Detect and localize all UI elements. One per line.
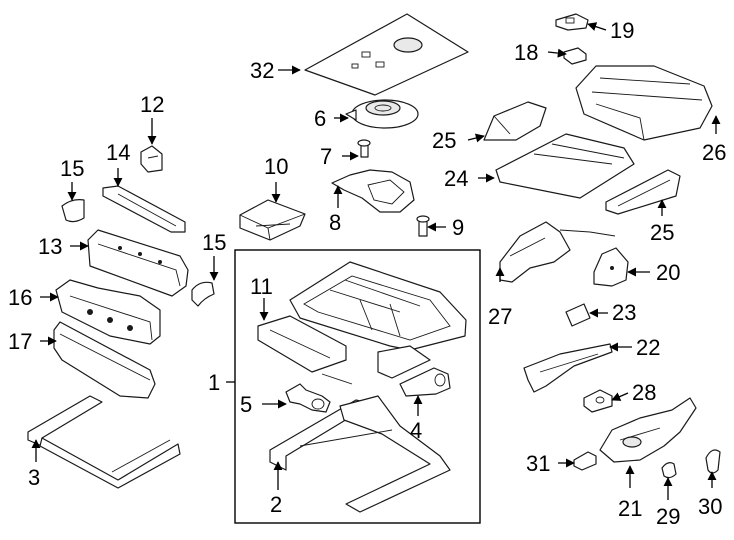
part-9-bolt [416,215,430,237]
callout-32: 32 [250,58,274,83]
part-10-control-module [239,199,306,241]
callout-8: 8 [329,210,341,235]
callout-numbers: 1 2 3 4 5 6 7 8 9 10 11 12 13 14 15 15 1… [8,18,726,529]
callout-18: 18 [514,40,538,65]
part-15-trim-clip-left [61,199,85,223]
callout-21: 21 [618,496,642,521]
part-27-side-panel [499,221,616,283]
part-23-clip [565,303,591,327]
part-12-clip [140,145,163,173]
seat-frame [289,261,467,379]
callout-16: 16 [8,285,32,310]
callout-12: 12 [140,92,164,117]
callout-15-left: 15 [60,156,84,181]
callout-30: 30 [698,494,722,519]
part-32-seat-base-panel [304,13,469,96]
callout-13: 13 [38,234,62,259]
part-4-motor [399,367,451,397]
leader-25-top [467,133,485,143]
callout-14: 14 [106,140,130,165]
part-24-seat-cushion [495,133,635,199]
part-5-actuator [285,383,331,413]
callout-3: 3 [28,465,40,490]
part-11-heating-pad [257,315,353,385]
callout-28: 28 [632,380,656,405]
part-25-bolster-bottom [605,169,681,215]
part-2-seat-track [269,395,451,513]
part-8-bracket [331,169,415,213]
callout-17: 17 [8,329,32,354]
callout-19: 19 [610,18,634,43]
part-28-switch [583,389,613,413]
callout-5: 5 [240,392,252,417]
callout-10: 10 [264,154,288,179]
part-15-trim-clip-right [191,281,215,307]
part-17-side-shield [53,321,156,399]
part-20-bracket [593,247,629,287]
part-26-seat-cover [575,65,713,141]
callout-31: 31 [526,451,550,476]
part-3-rail-frame [27,395,181,489]
callout-24: 24 [444,166,468,191]
part-7-bolt [357,139,371,158]
seat-frame-assembly-box [234,249,481,524]
callout-9: 9 [452,215,464,240]
callout-4: 4 [410,418,422,443]
part-25-bolster-top [483,101,547,141]
part-30-knob [705,449,721,474]
callout-25-bottom: 25 [650,220,674,245]
part-31-connector [573,451,597,471]
callout-1: 1 [208,370,220,395]
callout-27: 27 [488,304,512,329]
callout-26: 26 [702,140,726,165]
leader-18 [547,48,567,58]
part-29-knob [661,462,677,479]
callout-29: 29 [656,504,680,529]
callout-6: 6 [314,106,326,131]
callout-7: 7 [320,144,332,169]
leader-lines [31,22,721,500]
part-21-side-trim [599,397,697,463]
callout-22: 22 [636,335,660,360]
callout-20: 20 [656,260,680,285]
part-16-mounting-bracket [55,279,161,345]
callout-23: 23 [612,300,636,325]
leader-19 [587,22,607,31]
callout-2: 2 [270,492,282,517]
part-18-clip [563,47,587,65]
part-6-lumbar-motor [345,99,419,129]
part-14-trim-strip [102,185,186,233]
leader-28 [611,392,629,401]
callout-25-top: 25 [432,128,456,153]
callout-11: 11 [250,274,273,299]
part-19-connector [555,13,589,31]
part-22-trim [523,343,613,393]
part-13-side-bracket [87,229,189,297]
callout-15-right: 15 [202,230,226,255]
